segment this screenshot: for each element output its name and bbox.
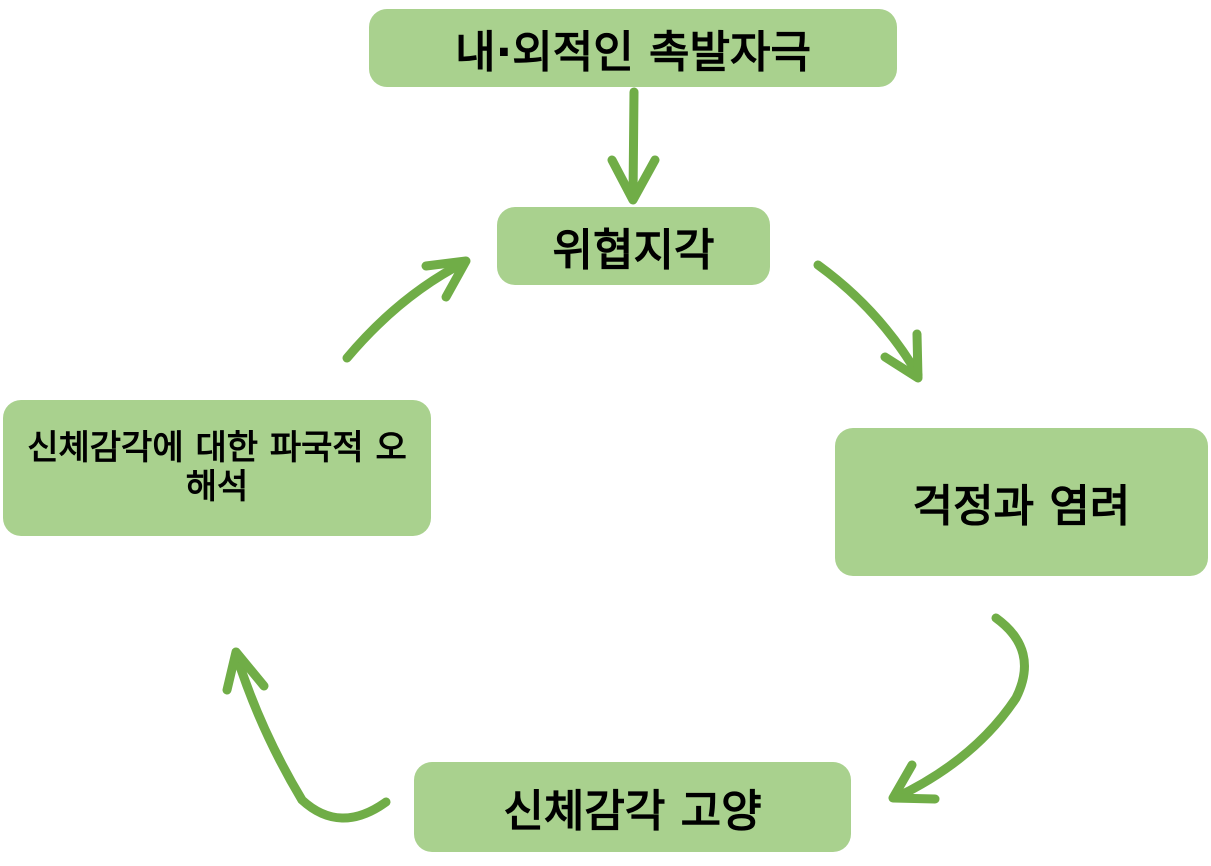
node-trigger-label: 내·외적인 촉발자극 <box>455 27 811 78</box>
node-arousal-label: 신체감각 고양 <box>503 786 762 837</box>
arrow-misinterpretation-to-threat <box>342 256 471 363</box>
node-worry-label: 걱정과 염려 <box>912 481 1131 532</box>
node-threat-perception-label: 위협지각 <box>552 225 715 276</box>
arrow-trigger-to-threat <box>607 87 660 205</box>
node-misinterpretation-label: 신체감각에 대한 파국적 오해석 <box>27 427 407 507</box>
arrow-threat-to-worry <box>813 260 923 383</box>
arrow-arousal-to-misinterpretation <box>222 647 391 823</box>
node-threat-perception: 위협지각 <box>497 207 770 285</box>
node-trigger: 내·외적인 촉발자극 <box>369 9 897 87</box>
arrow-worry-to-arousal <box>888 613 1029 804</box>
node-worry: 걱정과 염려 <box>835 428 1208 576</box>
node-arousal: 신체감각 고양 <box>414 762 851 852</box>
node-misinterpretation: 신체감각에 대한 파국적 오해석 <box>3 400 431 536</box>
